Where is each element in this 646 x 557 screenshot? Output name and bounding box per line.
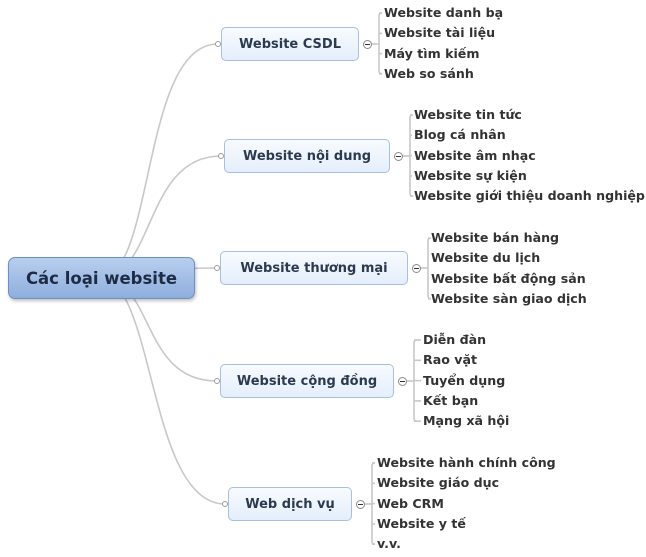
subtopic-item[interactable]: v.v. <box>377 536 401 552</box>
subtopic-item[interactable]: Blog cá nhân <box>414 127 506 143</box>
subtopic-item[interactable]: Rao vặt <box>423 352 477 368</box>
topic-node[interactable]: Website nội dung <box>224 139 390 173</box>
connector-dot <box>214 378 220 384</box>
subtopic-item[interactable]: Diễn đàn <box>423 332 487 347</box>
subtopic-item[interactable]: Website sàn giao dịch <box>431 290 587 306</box>
subtopic-item[interactable]: Website du lịch <box>431 250 541 266</box>
subtopic-item[interactable]: Tuyển dụng <box>423 372 506 388</box>
collapse-icon[interactable] <box>412 263 421 273</box>
connector-dot <box>214 265 220 271</box>
topic-node[interactable]: Web dịch vụ <box>228 487 352 521</box>
topic-node[interactable]: Website cộng đồng <box>220 364 394 398</box>
subtopic-item[interactable]: Web so sánh <box>384 65 474 81</box>
subtopic-item[interactable]: Website hành chính công <box>377 455 556 470</box>
topic-node[interactable]: Website thương mại <box>220 251 408 285</box>
subtopic-item[interactable]: Website tin tức <box>414 107 522 122</box>
subtopic-item[interactable]: Máy tìm kiếm <box>384 45 480 61</box>
root-topic[interactable]: Các loại website <box>8 257 195 299</box>
subtopic-item[interactable]: Website giới thiệu doanh nghiệp <box>414 188 645 204</box>
connector-dot <box>222 501 228 507</box>
collapse-icon[interactable] <box>398 376 407 386</box>
subtopic-item[interactable]: Website âm nhạc <box>414 147 536 163</box>
subtopic-item[interactable]: Website bán hàng <box>431 230 560 245</box>
subtopic-item[interactable]: Website danh bạ <box>384 5 504 20</box>
topic-node[interactable]: Website CSDL <box>221 27 359 61</box>
connector-dot <box>215 41 221 47</box>
collapse-icon[interactable] <box>394 151 403 161</box>
subtopic-item[interactable]: Web CRM <box>377 495 444 511</box>
root-to-topic-connector <box>99 43 219 279</box>
connector-dot <box>218 153 224 159</box>
subtopic-item[interactable]: Website bất động sản <box>431 270 586 286</box>
subtopic-item[interactable]: Website sự kiện <box>414 167 527 183</box>
subtopic-item[interactable]: Mạng xã hội <box>423 413 510 429</box>
subtopic-item[interactable]: Website giáo dục <box>377 475 500 491</box>
bracket-line <box>427 237 432 300</box>
collapse-icon[interactable] <box>363 39 372 49</box>
collapse-icon[interactable] <box>356 499 365 509</box>
subtopic-item[interactable]: Website y tế <box>377 515 466 531</box>
subtopic-item[interactable]: Website tài liệu <box>384 25 496 41</box>
subtopic-item[interactable]: Kết bạn <box>423 392 479 408</box>
root-to-topic-connector <box>99 277 226 505</box>
bracket-line <box>378 12 383 75</box>
